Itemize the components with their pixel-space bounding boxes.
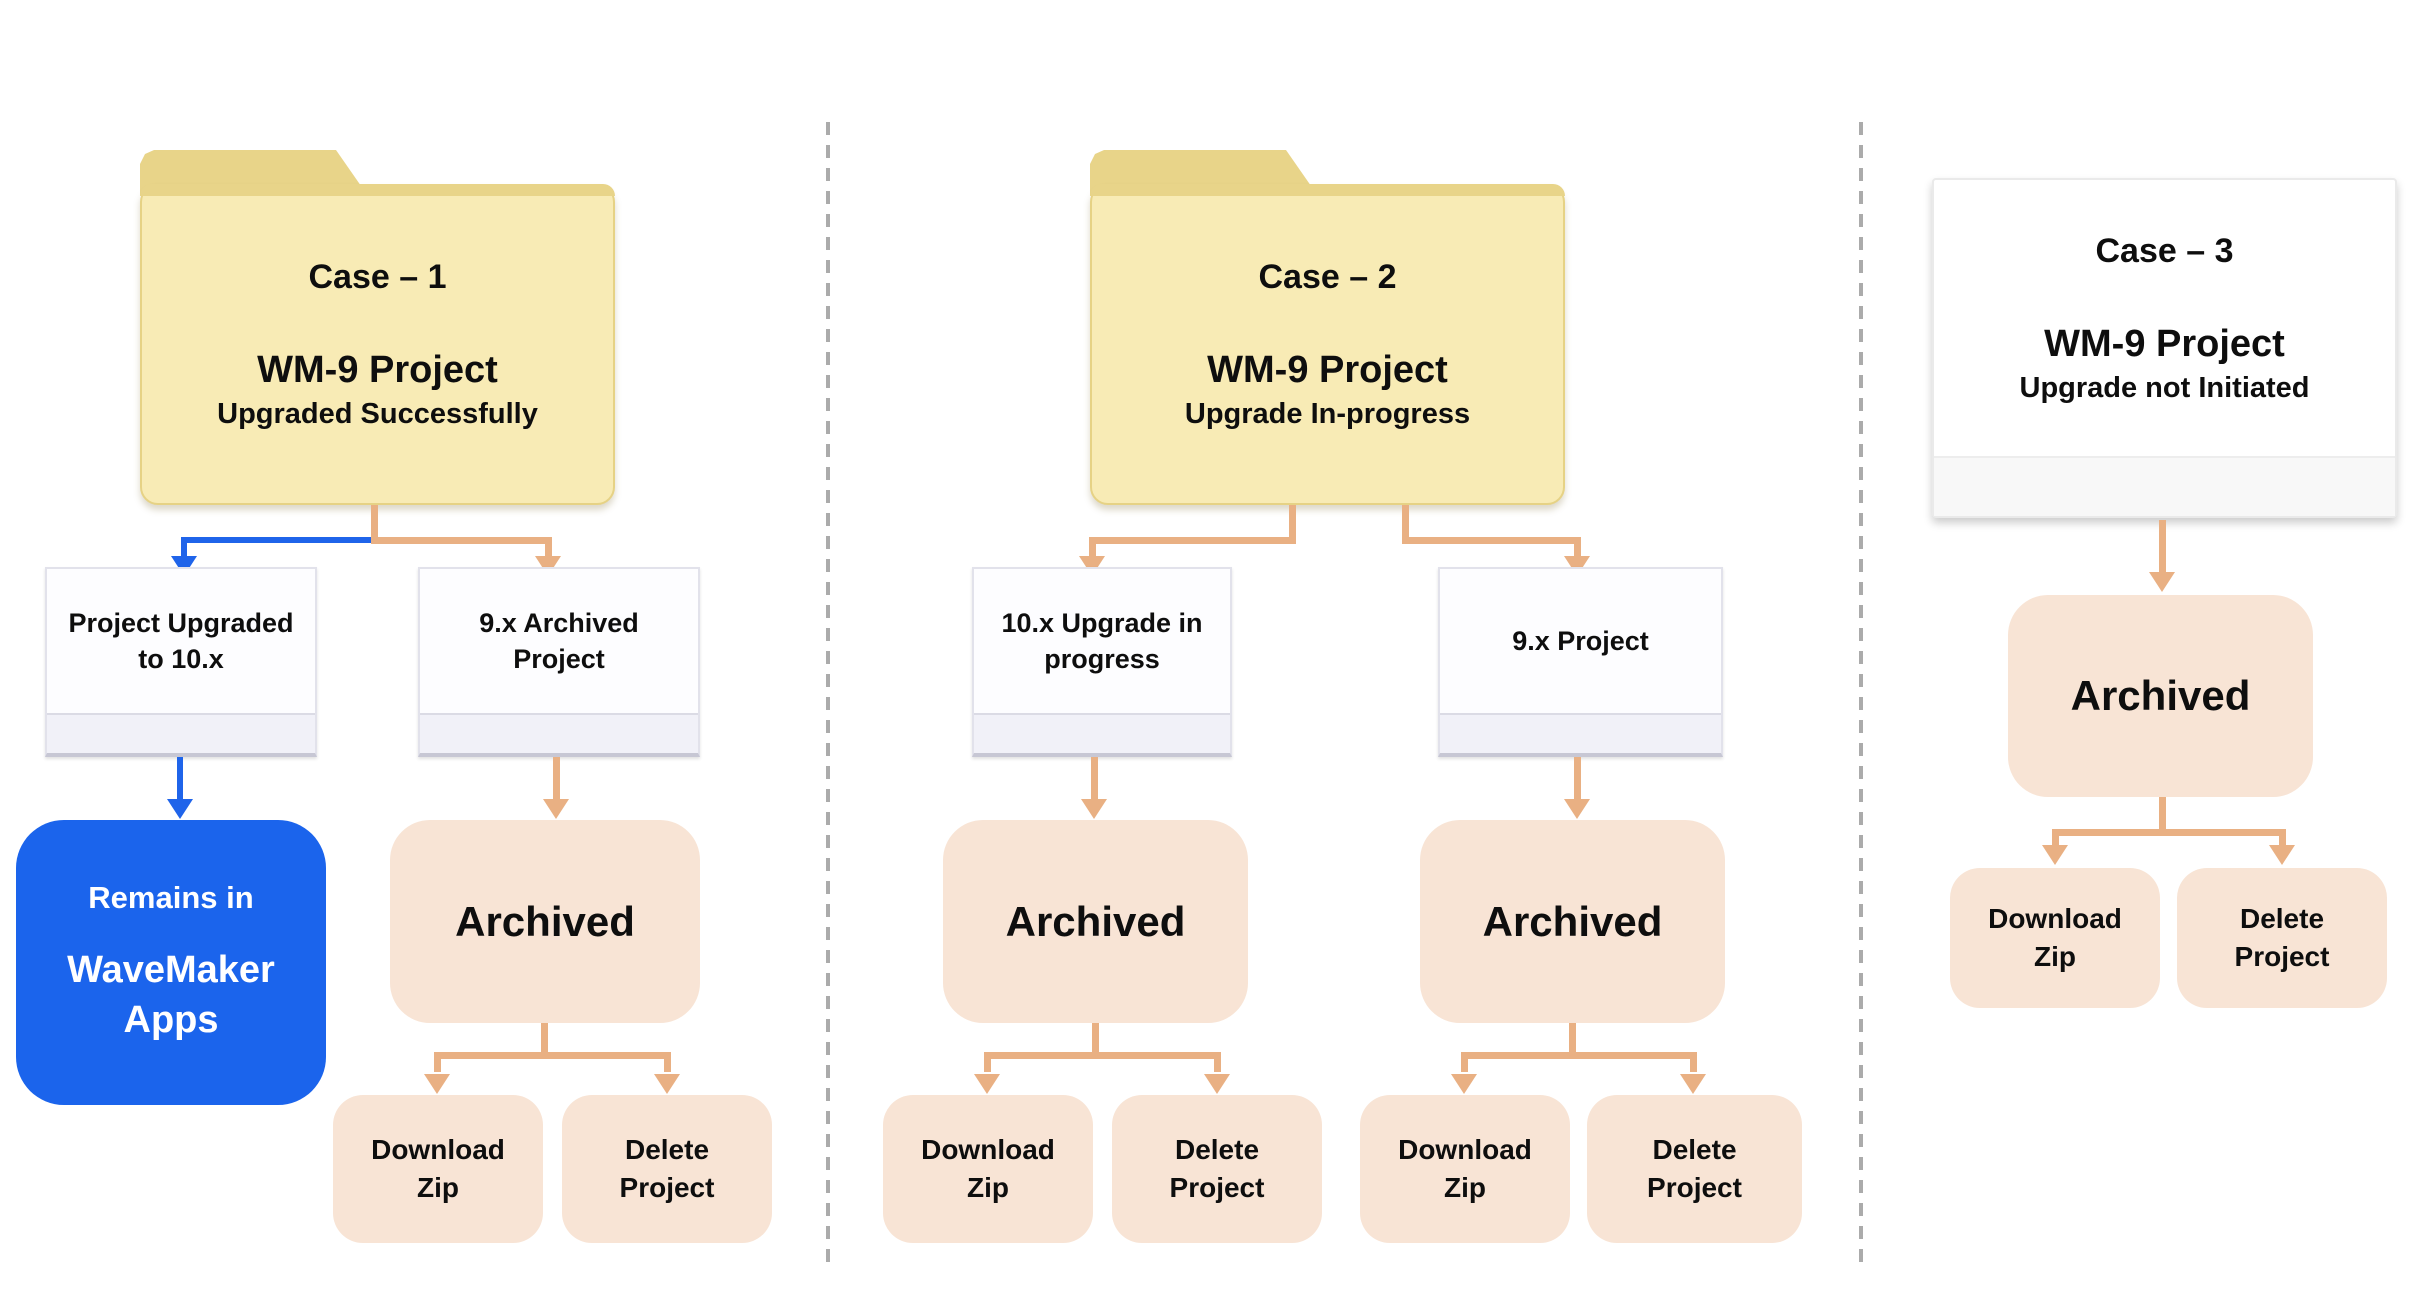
case2-left-result-line xyxy=(1091,757,1098,801)
case1-actions-bar xyxy=(434,1052,671,1059)
divider-case1-case2 xyxy=(826,122,830,1272)
case2-branch-left-drop xyxy=(1089,537,1096,559)
case2-left-delete-project-label: Delete Project xyxy=(1169,1134,1265,1203)
case1-result-wavemaker: Remains in WaveMaker Apps xyxy=(16,820,326,1105)
case2-right-actions-leg-left xyxy=(1461,1052,1468,1072)
arrow-down-icon xyxy=(2149,572,2175,592)
case1-title: Case – 1 xyxy=(308,258,447,296)
case2-branch-left-line xyxy=(1089,537,1296,544)
case2-right-delete-project-label: Delete Project xyxy=(1647,1134,1742,1203)
case3-status: Upgrade not Initiated xyxy=(2019,371,2310,404)
case1-download-zip-label: Download Zip xyxy=(371,1134,505,1203)
case1-download-zip-box: Download Zip xyxy=(333,1095,543,1243)
case3-actions-leg-right xyxy=(2279,829,2286,847)
case2-right-download-zip-box: Download Zip xyxy=(1360,1095,1570,1243)
case1-box-archived-project-label: 9.x Archived Project xyxy=(479,607,639,674)
arrow-down-icon xyxy=(2269,845,2295,865)
case3-actions-leg-left xyxy=(2052,829,2059,847)
arrow-down-icon xyxy=(654,1074,680,1094)
case2-folder: Case – 2 WM-9 Project Upgrade In-progres… xyxy=(1090,150,1565,505)
case2-archived-right-box: Archived xyxy=(1420,820,1725,1023)
case2-box-9x-project: 9.x Project xyxy=(1438,567,1723,757)
case2-stem-left xyxy=(1289,505,1296,541)
case3-archived-label: Archived xyxy=(2070,672,2251,719)
case1-left-result-line xyxy=(177,757,183,801)
case1-project: WM-9 Project xyxy=(257,349,498,391)
case2-right-actions-bar xyxy=(1461,1052,1697,1059)
arrow-down-icon xyxy=(1451,1074,1477,1094)
case3-download-zip-box: Download Zip xyxy=(1950,868,2160,1008)
case2-folder-text: Case – 2 WM-9 Project Upgrade In-progres… xyxy=(1090,184,1565,505)
case2-archived-left-box: Archived xyxy=(943,820,1248,1023)
case2-left-actions-stem xyxy=(1092,1023,1099,1057)
arrow-down-icon xyxy=(2042,845,2068,865)
case1-box-upgraded: Project Upgraded to 10.x xyxy=(45,567,317,757)
arrow-down-icon xyxy=(167,799,193,819)
case2-stem-right xyxy=(1402,505,1409,541)
case1-archived-label: Archived xyxy=(455,897,635,945)
case2-archived-left-label: Archived xyxy=(1005,897,1186,945)
case1-branch-right-drop xyxy=(545,537,552,559)
arrow-down-icon xyxy=(974,1074,1000,1094)
case1-archived-box: Archived xyxy=(390,820,700,1023)
case1-delete-project-label: Delete Project xyxy=(619,1134,715,1203)
case1-folder: Case – 1 WM-9 Project Upgraded Successfu… xyxy=(140,150,615,505)
case3-delete-project-label: Delete Project xyxy=(2234,903,2330,972)
arrow-down-icon xyxy=(424,1074,450,1094)
case2-left-actions-leg-left xyxy=(984,1052,991,1072)
case2-right-actions-leg-right xyxy=(1690,1052,1697,1072)
divider-case2-case3 xyxy=(1859,122,1863,1272)
case3-title: Case – 3 xyxy=(2095,231,2234,270)
case1-branch-left-line xyxy=(181,537,374,543)
case1-stem xyxy=(371,505,378,541)
arrow-down-icon xyxy=(1680,1074,1706,1094)
case2-left-download-zip-label: Download Zip xyxy=(921,1134,1055,1203)
case2-box-9x-project-label: 9.x Project xyxy=(1512,625,1649,656)
case2-right-delete-project-box: Delete Project xyxy=(1587,1095,1802,1243)
case2-status: Upgrade In-progress xyxy=(1184,398,1471,430)
case3-delete-project-box: Delete Project xyxy=(2177,868,2387,1008)
case2-right-actions-stem xyxy=(1569,1023,1576,1057)
case1-branch-right-line xyxy=(371,537,551,544)
case2-right-result-line xyxy=(1574,757,1581,801)
case3-download-zip-label: Download Zip xyxy=(1988,903,2122,972)
arrow-down-icon xyxy=(543,799,569,819)
case1-box-upgraded-label: Project Upgraded to 10.x xyxy=(68,607,294,674)
case2-project: WM-9 Project xyxy=(1207,349,1448,391)
arrow-down-icon xyxy=(1564,799,1590,819)
arrow-down-icon xyxy=(1081,799,1107,819)
case1-delete-project-box: Delete Project xyxy=(562,1095,772,1243)
case2-branch-right-drop xyxy=(1574,537,1581,559)
folder-body xyxy=(1090,184,1565,505)
case3-actions-stem xyxy=(2159,797,2166,833)
case1-box-archived-project: 9.x Archived Project xyxy=(418,567,700,757)
case2-left-actions-bar xyxy=(984,1052,1221,1059)
arrow-down-icon xyxy=(1204,1074,1230,1094)
case1-actions-leg-left xyxy=(434,1052,441,1072)
case3-card: Case – 3 WM-9 Project Upgrade not Initia… xyxy=(1932,178,2397,518)
case3-actions-bar xyxy=(2052,829,2286,836)
case2-right-download-zip-label: Download Zip xyxy=(1398,1134,1532,1203)
case1-actions-leg-right xyxy=(664,1052,671,1072)
case3-archived-box: Archived xyxy=(2008,595,2313,797)
case1-status: Upgraded Successfully xyxy=(217,398,538,430)
case2-left-download-zip-box: Download Zip xyxy=(883,1095,1093,1243)
case1-result-line2: WaveMaker Apps xyxy=(67,949,275,1041)
case2-box-upgrade-label: 10.x Upgrade in progress xyxy=(1001,607,1203,674)
case2-left-actions-leg-right xyxy=(1214,1052,1221,1072)
case2-branch-right-line xyxy=(1402,537,1581,544)
case1-result-line1: Remains in xyxy=(88,880,254,916)
case2-left-delete-project-box: Delete Project xyxy=(1112,1095,1322,1243)
folder-body xyxy=(140,184,615,505)
case2-archived-right-label: Archived xyxy=(1482,897,1663,945)
case3-stem xyxy=(2159,520,2166,574)
case1-folder-text: Case – 1 WM-9 Project Upgraded Successfu… xyxy=(140,184,615,505)
case2-box-upgrade-in-progress: 10.x Upgrade in progress xyxy=(972,567,1232,757)
case1-right-result-line xyxy=(553,757,560,801)
case1-actions-stem xyxy=(541,1023,548,1057)
case1-branch-left-drop xyxy=(181,537,187,559)
case2-title: Case – 2 xyxy=(1258,258,1397,296)
case3-project: WM-9 Project xyxy=(2044,322,2285,365)
